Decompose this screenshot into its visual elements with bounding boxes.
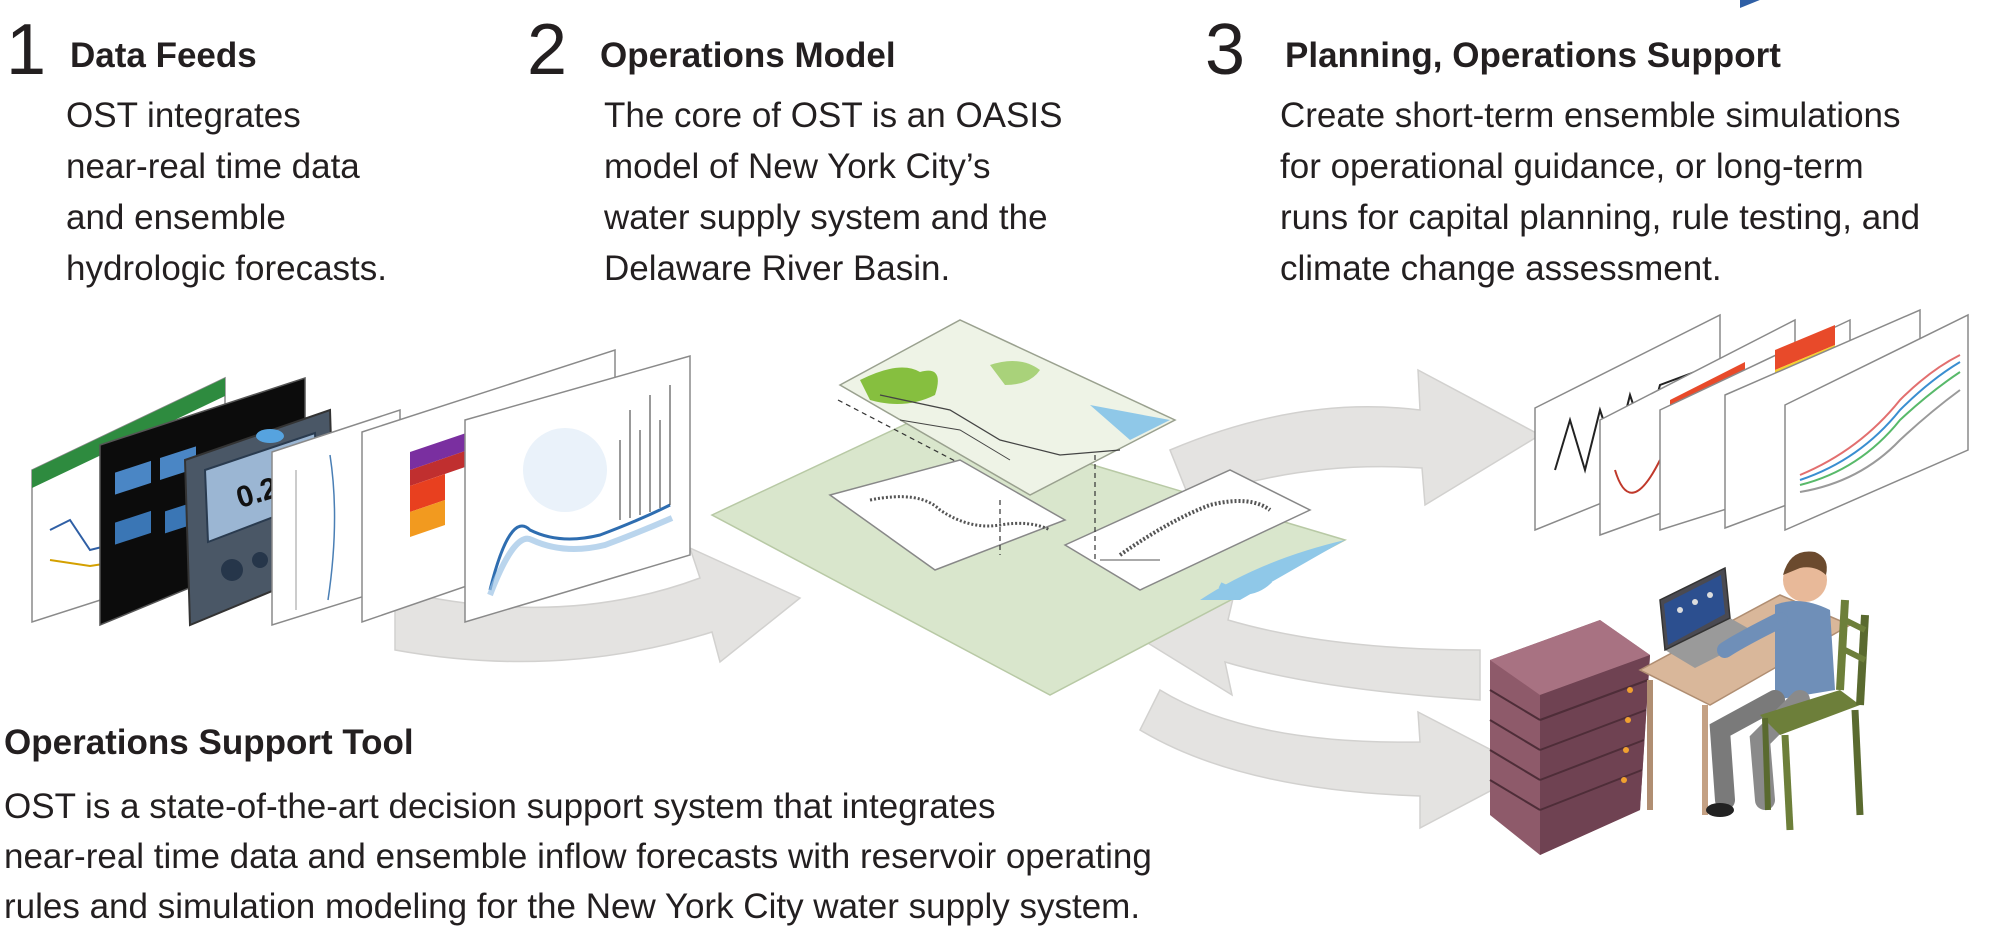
step-3-line: climate change assessment. — [1280, 249, 1722, 288]
step-1-number: 1 — [6, 10, 46, 90]
summary-title: Operations Support Tool — [4, 723, 414, 762]
step-3-description: Create short-term ensemble simulations f… — [1280, 90, 1920, 294]
step-1-line: and ensemble — [66, 198, 286, 237]
operations-model-map — [710, 319, 1347, 696]
step-1-line: near-real time data — [66, 147, 360, 186]
summary-line: OST is a state-of-the-art decision suppo… — [4, 787, 996, 826]
step-3-number: 3 — [1205, 10, 1245, 90]
step-3-line: Create short-term ensemble simulations — [1280, 96, 1901, 135]
analyst-workstation — [1638, 551, 1869, 831]
summary-line: rules and simulation modeling for the Ne… — [4, 887, 1141, 926]
step-2-description: The core of OST is an OASIS model of New… — [604, 90, 1062, 294]
step-1-description: OST integrates near-real time data and e… — [66, 90, 387, 294]
step-2-line: The core of OST is an OASIS — [604, 96, 1063, 135]
step-3-line: for operational guidance, or long-term — [1280, 147, 1864, 186]
step-1-line: hydrologic forecasts. — [66, 249, 387, 288]
server-rack — [1489, 620, 1650, 855]
step-3-title: Planning, Operations Support — [1285, 36, 1781, 75]
step-3-line: runs for capital planning, rule testing,… — [1280, 198, 1921, 237]
step-2-title: Operations Model — [600, 36, 896, 75]
data-feed-screens: 0.2 — [31, 348, 691, 627]
summary-line: near-real time data and ensemble inflow … — [4, 837, 1152, 876]
arrow-model-to-user — [1139, 688, 1532, 830]
step-2-line: Delaware River Basin. — [604, 249, 951, 288]
step-1-line: OST integrates — [66, 96, 301, 135]
step-2-line: water supply system and the — [604, 198, 1048, 237]
summary-description: OST is a state-of-the-art decision suppo… — [4, 782, 1152, 932]
planning-charts — [1534, 0, 1969, 537]
feed-screen-forecast — [464, 355, 691, 624]
step-2-number: 2 — [527, 10, 567, 90]
step-1-title: Data Feeds — [70, 36, 257, 75]
step-2-line: model of New York City’s — [604, 147, 991, 186]
